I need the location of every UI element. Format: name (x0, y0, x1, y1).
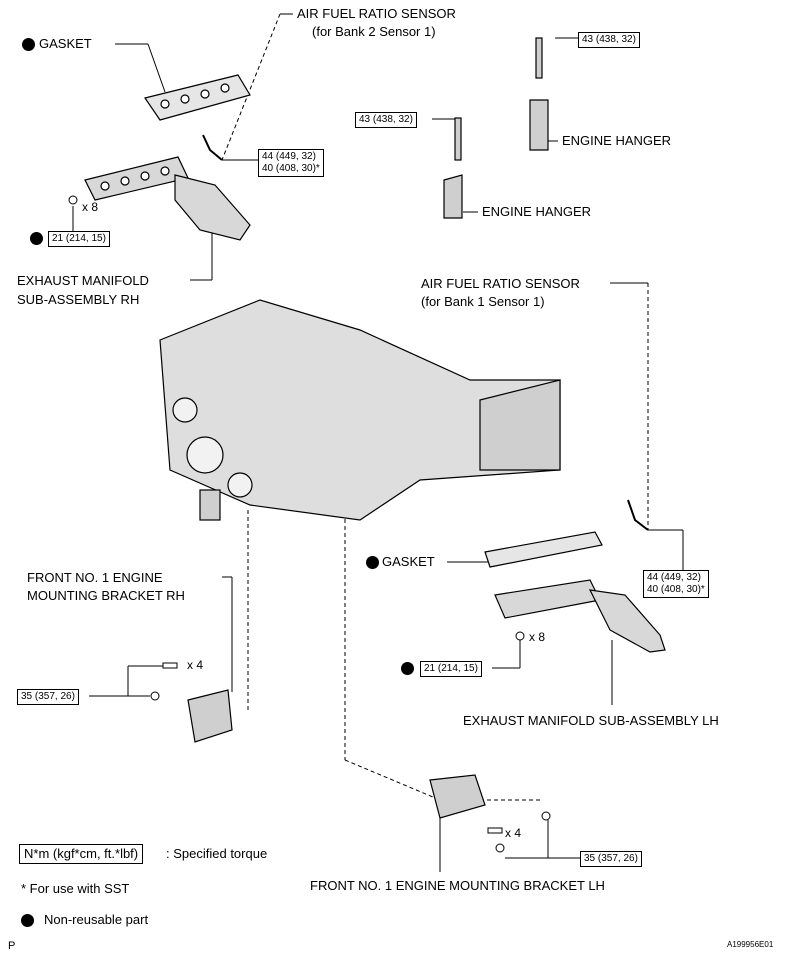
torque-bracket-lh: 35 (357, 26) (580, 851, 642, 867)
bolts-bracket-lh-count: x 4 (505, 826, 522, 840)
gasket-lh-shape (484, 531, 603, 568)
torque-hanger-top: 43 (438, 32) (578, 32, 640, 48)
engine-assembly-shape (159, 299, 561, 521)
af-sensor-b2-label: AIR FUEL RATIO SENSOR (297, 6, 456, 21)
legend-torque-unit: N*m (kgf*cm, ft.*lbf) (19, 844, 144, 864)
torque-manifold-rh: 21 (214, 15) (48, 231, 110, 247)
torque-manifold-lh: 21 (214, 15) (420, 661, 482, 677)
torque-bracket-rh: 35 (357, 26) (17, 689, 79, 705)
af-sensor-b1-sublabel: (for Bank 1 Sensor 1) (421, 294, 545, 309)
torque-sensor-b1-a: 44 (449, 32) (647, 572, 701, 583)
engine-hanger-1-label: ENGINE HANGER (562, 133, 672, 148)
engine-hanger-2-label: ENGINE HANGER (482, 204, 592, 219)
bracket-lh-shape (429, 774, 486, 819)
torque-sensor-b2: 44 (449, 32) 40 (408, 30)* (258, 149, 324, 177)
bracket-rh-sublabel: MOUNTING BRACKET RH (27, 588, 185, 603)
exhaust-manifold-lh-shape (494, 579, 666, 653)
page-letter: P (8, 940, 16, 952)
non-reusable-marker (401, 662, 414, 675)
legend-non-reusable: Non-reusable part (44, 912, 149, 927)
legend-sst-note: * For use with SST (21, 881, 130, 896)
gasket-rh-shape (144, 74, 251, 121)
exhaust-rh-sublabel: SUB-ASSEMBLY RH (17, 292, 140, 307)
nuts-rh-count: x 8 (82, 200, 99, 214)
legend-non-reusable-marker (21, 914, 34, 927)
torque-sensor-b2-b: 40 (408, 30)* (262, 163, 320, 174)
exhaust-lh-label: EXHAUST MANIFOLD SUB-ASSEMBLY LH (463, 713, 719, 728)
af-sensor-b1-label: AIR FUEL RATIO SENSOR (421, 276, 580, 291)
non-reusable-marker (30, 232, 43, 245)
nuts-lh-count: x 8 (529, 630, 546, 644)
exhaust-manifold-rh-shape (84, 156, 251, 241)
non-reusable-marker (22, 38, 35, 51)
af-sensor-b2-sublabel: (for Bank 2 Sensor 1) (312, 24, 436, 39)
non-reusable-marker (366, 556, 379, 569)
torque-sensor-b1: 44 (449, 32) 40 (408, 30)* (643, 570, 709, 598)
bracket-rh-label: FRONT NO. 1 ENGINE (27, 570, 163, 585)
bolts-bracket-rh-count: x 4 (187, 658, 204, 672)
gasket-rh-label: GASKET (39, 36, 92, 51)
torque-sensor-b2-a: 44 (449, 32) (262, 151, 316, 162)
bracket-rh-shape (187, 689, 233, 743)
bracket-lh-label: FRONT NO. 1 ENGINE MOUNTING BRACKET LH (310, 878, 605, 893)
torque-sensor-b1-b: 40 (408, 30)* (647, 584, 705, 595)
figure-id: A199956E01 (727, 940, 774, 949)
exhaust-rh-label: EXHAUST MANIFOLD (17, 273, 149, 288)
gasket-lh-label: GASKET (382, 554, 435, 569)
legend-torque-desc: : Specified torque (166, 846, 268, 861)
torque-hanger-mid: 43 (438, 32) (355, 112, 417, 128)
